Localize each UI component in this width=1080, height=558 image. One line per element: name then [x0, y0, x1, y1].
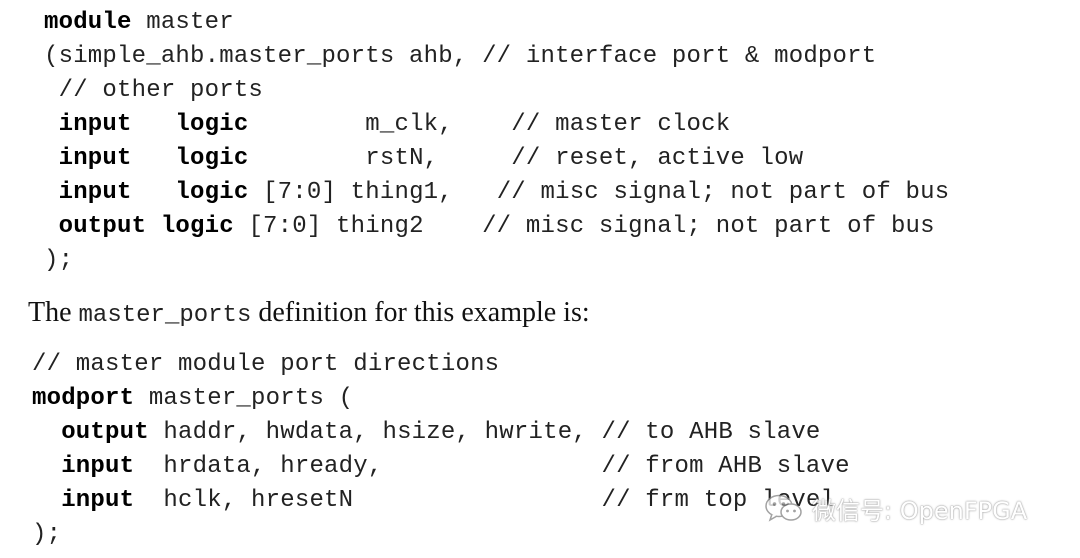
wechat-icon [764, 493, 804, 523]
code-line: ); [44, 247, 74, 274]
code-line: // master module port directions [32, 351, 500, 378]
code-line: input hclk, hresetN // frm top level [32, 487, 836, 514]
code-line: input logic [7:0] thing1, // misc signal… [44, 179, 950, 206]
code-line: // other ports [44, 77, 264, 104]
watermark: 微信号: OpenFPGA [764, 490, 1027, 526]
paragraph-text: definition for this example is: [251, 297, 590, 328]
body-paragraph: The master_ports definition for this exa… [28, 294, 590, 335]
code-line: modport master_ports ( [32, 385, 354, 412]
code-line: input hrdata, hready, // from AHB slave [32, 453, 850, 480]
code-line: (simple_ahb.master_ports ahb, // interfa… [44, 43, 877, 70]
code-line: output logic [7:0] thing2 // misc signal… [44, 213, 935, 240]
watermark-text: 微信号: OpenFPGA [812, 496, 1028, 525]
code-line: input logic rstN, // reset, active low [44, 145, 804, 172]
code-line: input logic m_clk, // master clock [44, 111, 731, 138]
code-line: ); [32, 521, 62, 548]
code-block-master-module: module master (simple_ahb.master_ports ah… [44, 6, 949, 278]
paragraph-text: The [28, 297, 79, 328]
inline-code: master_ports [78, 302, 252, 329]
code-line: output haddr, hwdata, hsize, hwrite, // … [32, 419, 821, 446]
code-block-modport: // master module port directions modport … [32, 348, 850, 552]
code-line: module master [44, 9, 234, 36]
